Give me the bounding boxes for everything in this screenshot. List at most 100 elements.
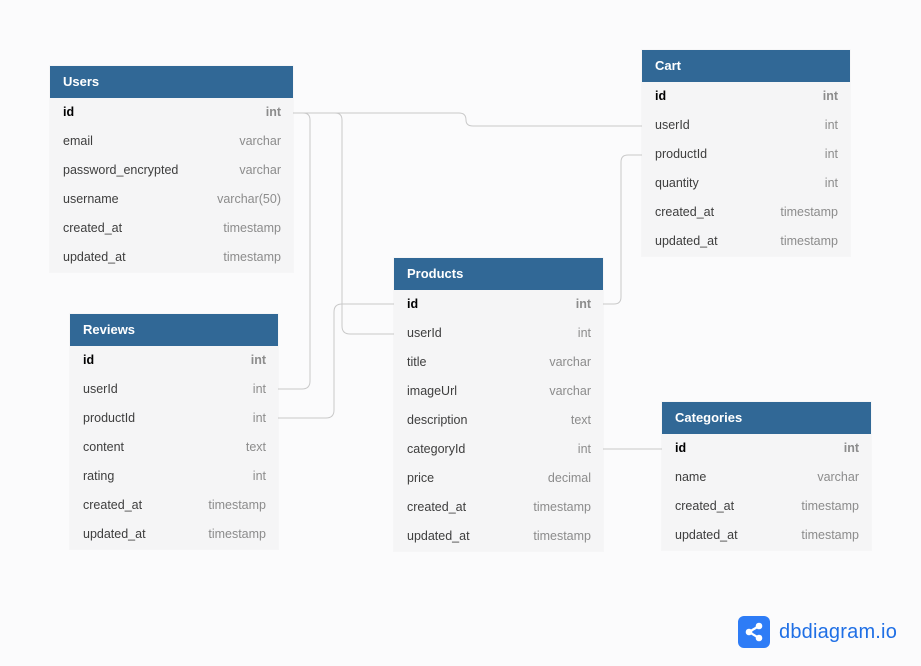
field-name: userId <box>655 118 690 132</box>
field-type: timestamp <box>801 499 859 513</box>
field-name: email <box>63 134 93 148</box>
field-row-users-created_at[interactable]: created_at timestamp <box>50 214 293 243</box>
field-row-cart-updated_at[interactable]: updated_at timestamp <box>642 227 850 256</box>
field-name: created_at <box>407 500 467 514</box>
field-type: timestamp <box>780 234 838 248</box>
field-name: updated_at <box>83 527 146 541</box>
field-row-products-created_at[interactable]: created_at timestamp <box>394 493 603 522</box>
field-row-cart-userId[interactable]: userId int <box>642 111 850 140</box>
field-name: price <box>407 471 435 485</box>
brand-logo[interactable]: dbdiagram.io <box>738 616 897 648</box>
field-name: productId <box>655 147 708 161</box>
table-categories-fields: id int name varchar created_at timestamp updat… <box>662 434 871 550</box>
field-name: imageUrl <box>407 384 458 398</box>
table-cart-header[interactable]: Cart <box>642 50 850 82</box>
field-name: id <box>63 105 75 119</box>
field-type: int <box>575 297 591 311</box>
field-name: updated_at <box>407 529 470 543</box>
field-name: id <box>407 297 419 311</box>
field-row-products-id[interactable]: id int <box>394 290 603 319</box>
field-row-categories-id[interactable]: id int <box>662 434 871 463</box>
field-type: int <box>252 382 266 396</box>
field-type: varchar <box>239 163 281 177</box>
field-name: id <box>675 441 687 455</box>
field-name: id <box>655 89 667 103</box>
field-type: varchar <box>817 470 859 484</box>
field-type: varchar <box>549 355 591 369</box>
field-name: created_at <box>675 499 735 513</box>
field-row-users-id[interactable]: id int <box>50 98 293 127</box>
field-type: int <box>252 411 266 425</box>
field-type: int <box>824 147 838 161</box>
relation-products-reviews[interactable] <box>278 303 394 419</box>
field-type: int <box>265 105 281 119</box>
field-name: id <box>83 353 95 367</box>
field-name: productId <box>83 411 136 425</box>
field-name: name <box>675 470 707 484</box>
field-type: timestamp <box>223 250 281 264</box>
field-name: categoryId <box>407 442 466 456</box>
brand-name: dbdiagram.io <box>779 620 898 643</box>
field-type: timestamp <box>208 498 266 512</box>
table-products-header[interactable]: Products <box>394 258 603 290</box>
field-name: updated_at <box>655 234 718 248</box>
share-nodes-icon <box>738 616 770 648</box>
field-type: int <box>824 176 838 190</box>
field-row-reviews-userId[interactable]: userId int <box>70 375 278 404</box>
field-type: varchar(50) <box>217 192 281 206</box>
field-type: int <box>822 89 838 103</box>
field-type: int <box>577 442 591 456</box>
field-row-categories-name[interactable]: name varchar <box>662 463 871 492</box>
field-row-products-price[interactable]: price decimal <box>394 464 603 493</box>
field-row-categories-created_at[interactable]: created_at timestamp <box>662 492 871 521</box>
field-name: description <box>407 413 468 427</box>
field-type: timestamp <box>533 500 591 514</box>
field-type: decimal <box>547 471 591 485</box>
relation-users-products[interactable] <box>293 112 394 335</box>
relation-products-cart[interactable] <box>603 154 642 305</box>
field-row-reviews-productId[interactable]: productId int <box>70 404 278 433</box>
table-users-header[interactable]: Users <box>50 66 293 98</box>
field-type: timestamp <box>780 205 838 219</box>
field-row-reviews-created_at[interactable]: created_at timestamp <box>70 491 278 520</box>
field-name: userId <box>83 382 118 396</box>
field-row-users-email[interactable]: email varchar <box>50 127 293 156</box>
field-type: int <box>843 441 859 455</box>
field-type: int <box>824 118 838 132</box>
field-row-cart-id[interactable]: id int <box>642 82 850 111</box>
field-row-products-categoryId[interactable]: categoryId int <box>394 435 603 464</box>
table-reviews-header[interactable]: Reviews <box>70 314 278 346</box>
field-type: varchar <box>239 134 281 148</box>
field-name: content <box>83 440 125 454</box>
field-name: userId <box>407 326 442 340</box>
table-categories-header[interactable]: Categories <box>662 402 871 434</box>
field-name: created_at <box>83 498 143 512</box>
field-row-cart-productId[interactable]: productId int <box>642 140 850 169</box>
field-type: timestamp <box>223 221 281 235</box>
field-name: created_at <box>63 221 123 235</box>
table-categories[interactable]: Categories id int name varchar created_at tim… <box>662 402 871 550</box>
relation-users-cart[interactable] <box>293 112 642 127</box>
